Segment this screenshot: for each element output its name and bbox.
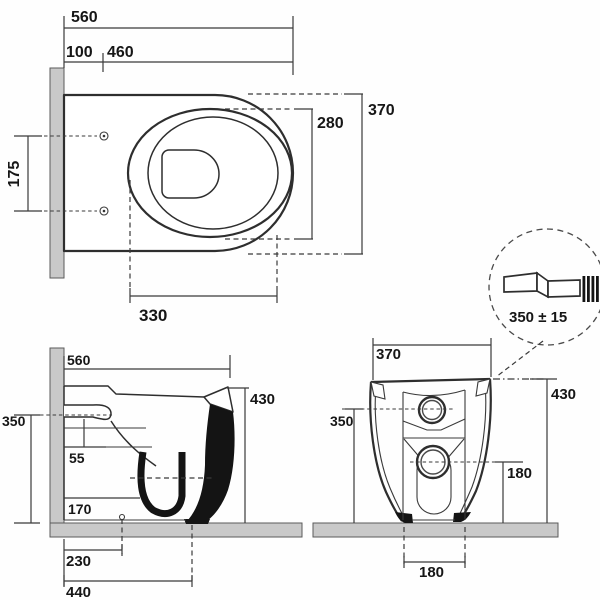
dim-label-connector-tolerance: 350 ± 15 [509,309,567,326]
dim-label-outlet-height: 180 [507,465,532,482]
dim-label-bowl-length: 330 [139,306,167,325]
dim-label-fixing-setback: 230 [66,553,91,570]
pedestal-sides [402,390,466,520]
foot-extension-dashes [403,527,466,564]
foot-left [395,512,413,523]
dim-label-foot-spacing: 180 [419,564,444,581]
dim-label-side-inlet-height: 350 [2,413,26,429]
dim-extension-bottom [121,519,193,584]
wall-section-side [49,347,65,524]
dim-lines-430-side [227,387,249,523]
dim-lines-175 [14,135,42,212]
connector-ribbed-end [582,276,599,302]
flush-opening [161,149,220,199]
dim-lines-55 [64,419,106,448]
extension-dashes [225,93,342,255]
detail-balloon: 350 ± 15 [488,228,600,378]
dim-label-ledge-height: 170 [68,501,92,517]
dim-lines-350-side [14,414,40,524]
front-view: 370 430 350 180 180 [312,338,576,581]
pan-top-edge-front [370,377,491,384]
floor-fixing-hole [118,513,126,521]
front-wall-section [186,404,235,523]
dim-label-side-height: 430 [250,391,275,408]
fixing-hole-top-center [102,134,106,138]
dim-lines-370-front [372,338,492,380]
wall-section [49,67,65,279]
dim-lines-230 [63,539,123,586]
side-view: 560 430 350 55 170 230 440 [2,347,303,600]
dim-label-hole-spacing: 175 [6,161,23,188]
bowl-funnel-edge [110,420,157,467]
foot-right [453,512,471,522]
dim-lines-280 [294,108,313,240]
floor-section-side [49,522,303,538]
connector-large-end [503,272,538,293]
dim-extension-330 [129,180,278,288]
skirt-left-inner [374,385,406,520]
dim-lines-370-top [344,93,363,255]
front-foot [184,519,210,524]
dim-label-inlet-offset: 55 [69,450,85,466]
floor-section-front [312,522,559,538]
pan-top-edge [64,385,205,398]
dim-label-seat-opening: 280 [317,115,344,132]
connector-offset-step [536,271,549,299]
flush-rim-lip [64,404,112,421]
dim-label-base-length: 440 [66,584,91,600]
dim-lines-350-front [345,408,363,523]
platform-slants [402,418,466,431]
rim-corner-right [475,378,491,397]
dim-label-overall-depth: 560 [71,9,98,26]
rim-corner-left [370,381,386,400]
dim-label-front-inlet-height: 350 [330,413,354,429]
inlet-hole-inner [421,399,443,421]
trap-section [137,451,186,517]
dim-lines-330 [129,288,278,303]
dim-lines-560-side [63,355,231,386]
dim-label-hole-to-front: 460 [107,44,134,61]
top-view: 175 560 100 460 280 370 330 [6,9,395,325]
dim-label-pan-width: 370 [368,102,395,119]
dim-label-side-depth: 560 [67,352,91,368]
detail-circle [488,228,600,346]
dim-lines-440 [63,575,193,587]
platform-top-edge [402,389,466,397]
dim-lines-560-top [63,16,294,75]
fixing-hole-bottom-center [102,209,106,213]
dim-lines-100-460 [64,53,293,72]
dim-label-front-width: 370 [376,346,401,363]
dim-lines-180-bottom [403,556,466,568]
hole-centerlines [44,135,97,212]
dim-lines-180-right [495,461,523,523]
detail-leader-line [495,340,544,378]
dim-label-hole-setback: 100 [66,44,93,61]
inlet-duct-lines [64,427,152,448]
connector-small-end [547,279,581,298]
dim-lines-430-front [530,378,557,523]
skirt-right-inner [457,382,487,519]
dim-label-front-height: 430 [551,386,576,403]
